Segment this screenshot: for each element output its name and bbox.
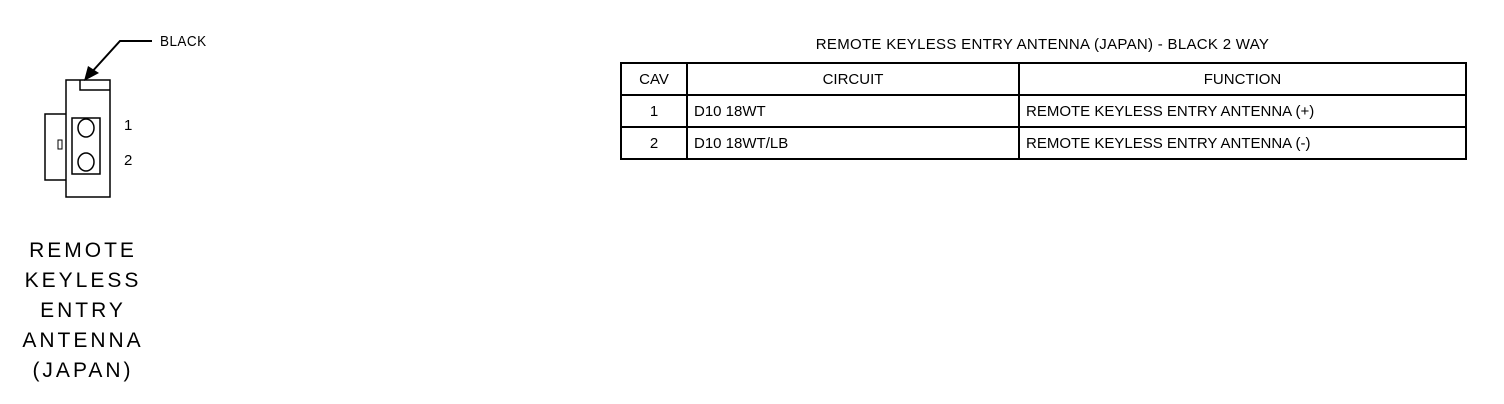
cell-circuit: D10 18WT/LB bbox=[686, 126, 1020, 160]
terminal-cavity bbox=[71, 117, 101, 175]
component-name-line: REMOTE bbox=[29, 239, 137, 262]
callout-arrowhead bbox=[84, 66, 99, 81]
component-name-line: ENTRY bbox=[40, 299, 126, 322]
header-function: FUNCTION bbox=[1018, 62, 1467, 96]
table-row: 2 D10 18WT/LB REMOTE KEYLESS ENTRY ANTEN… bbox=[620, 126, 1467, 160]
latch-tab bbox=[57, 139, 63, 150]
connector-key-notch bbox=[79, 80, 110, 91]
terminal-pin-2 bbox=[77, 152, 95, 172]
table-header-row: CAV CIRCUIT FUNCTION bbox=[620, 62, 1467, 96]
pinout-table: CAV CIRCUIT FUNCTION 1 D10 18WT REMOTE K… bbox=[620, 62, 1467, 160]
callout-leader bbox=[89, 40, 152, 75]
connector-drawing bbox=[44, 40, 152, 198]
cell-circuit: D10 18WT bbox=[686, 94, 1020, 128]
table-title: REMOTE KEYLESS ENTRY ANTENNA (JAPAN) - B… bbox=[815, 36, 1270, 53]
component-name: REMOTE KEYLESS ENTRY ANTENNA (JAPAN) bbox=[10, 236, 156, 386]
cell-cav: 1 bbox=[620, 94, 688, 128]
component-name-line: KEYLESS bbox=[24, 269, 142, 292]
table-row: 1 D10 18WT REMOTE KEYLESS ENTRY ANTENNA … bbox=[620, 94, 1467, 128]
pin-number-2: 2 bbox=[124, 152, 133, 169]
cell-function: REMOTE KEYLESS ENTRY ANTENNA (-) bbox=[1018, 126, 1467, 160]
cell-cav: 2 bbox=[620, 126, 688, 160]
pin-number-1: 1 bbox=[124, 117, 133, 134]
connector-color-callout: BLACK bbox=[160, 33, 207, 50]
header-circuit: CIRCUIT bbox=[686, 62, 1020, 96]
component-name-line: ANTENNA bbox=[22, 329, 144, 352]
component-name-line: (JAPAN) bbox=[32, 359, 134, 382]
header-cav: CAV bbox=[620, 62, 688, 96]
connector-body bbox=[65, 79, 111, 198]
connector-latch bbox=[44, 113, 66, 181]
cell-function: REMOTE KEYLESS ENTRY ANTENNA (+) bbox=[1018, 94, 1467, 128]
terminal-pin-1 bbox=[77, 118, 95, 138]
